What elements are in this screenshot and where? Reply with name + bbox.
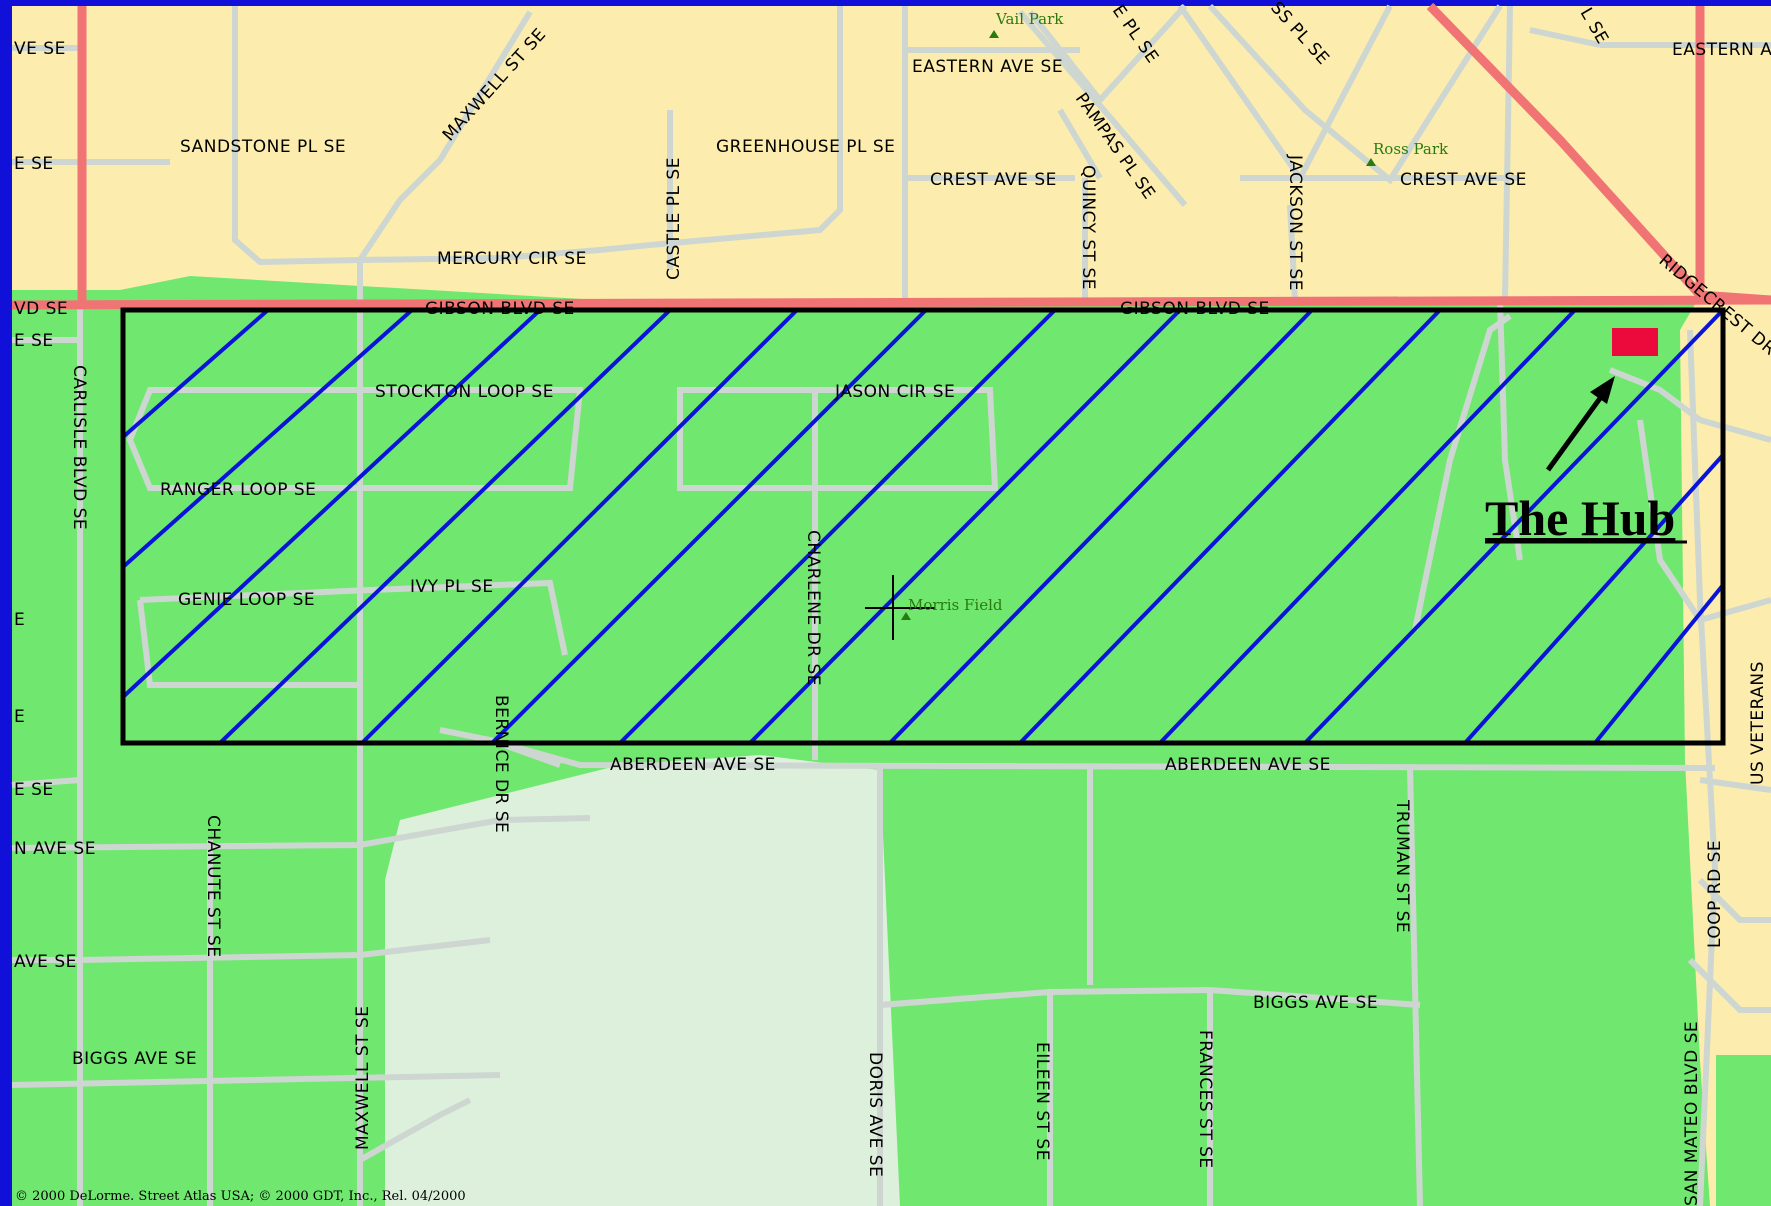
park-label: Ross Park	[1373, 140, 1449, 158]
park-label: Morris Field	[908, 596, 1003, 614]
street-label: EILEEN ST SE	[1032, 1042, 1052, 1161]
callout-arrow	[1545, 388, 1609, 472]
street-label: GIBSON BLVD SE	[1120, 299, 1270, 319]
open-land	[385, 755, 900, 1206]
street-label: JACKSON ST SE	[1285, 154, 1305, 291]
street-label: MAXWELL ST SE	[353, 1006, 373, 1150]
area-outline	[120, 307, 1726, 746]
street-label: E SE	[14, 154, 54, 174]
street-label: CREST AVE SE	[1400, 170, 1527, 190]
street-label: STOCKTON LOOP SE	[375, 382, 554, 402]
street-label: JASON CIR SE	[834, 382, 955, 402]
street-label: GREENHOUSE PL SE	[716, 137, 895, 157]
field-crosshair	[865, 575, 935, 640]
hub-marker[interactable]	[1612, 328, 1658, 356]
street-label: GENIE LOOP SE	[178, 590, 315, 610]
street-label: BIGGS AVE SE	[72, 1049, 197, 1069]
street-label: GIBSON BLVD SE	[425, 299, 575, 319]
street-label: AVE SE	[14, 952, 77, 972]
street-label: CARLISLE BLVD SE	[69, 365, 89, 530]
street-label: CHANUTE ST SE	[203, 815, 223, 958]
street-label: VD SE	[14, 299, 68, 319]
street-label: DORIS AVE SE	[865, 1052, 885, 1177]
street-label: MERCURY CIR SE	[437, 249, 587, 269]
street-label: BIGGS AVE SE	[1253, 993, 1378, 1013]
street-label: E SE	[14, 331, 54, 351]
street-label: CREST AVE SE	[930, 170, 1057, 190]
street-label: US VETERANS	[1748, 661, 1768, 785]
green-patch	[1716, 1055, 1771, 1206]
street-label: TRUMAN ST SE	[1392, 799, 1412, 933]
street-label: VE SE	[14, 39, 66, 59]
street-label: N AVE SE	[14, 839, 96, 859]
street-label: LOOP RD SE	[1705, 840, 1725, 948]
street-label: EASTERN A	[1672, 40, 1771, 60]
street-label: CASTLE PL SE	[664, 157, 684, 280]
street-label: CHARLENE DR SE	[803, 530, 823, 686]
park-markers	[901, 30, 1376, 620]
street-label: E	[14, 707, 25, 727]
street-label: SANDSTONE PL SE	[180, 137, 346, 157]
arrow-head	[1590, 376, 1615, 404]
street-label: ABERDEEN AVE SE	[1165, 755, 1331, 775]
street-label: RANGER LOOP SE	[160, 480, 316, 500]
hub-callout-label: The Hub	[1485, 490, 1675, 546]
street-label: IVY PL SE	[410, 577, 494, 597]
street-label: QUINCY ST SE	[1078, 165, 1098, 290]
street-label: E	[14, 610, 25, 630]
park-label: Vail Park	[995, 10, 1064, 28]
minor-roads	[11, 3, 1771, 1206]
street-label: E SE	[14, 780, 54, 800]
highways	[11, 2, 1771, 310]
street-label: EASTERN AVE SE	[912, 57, 1063, 77]
copyright-text: © 2000 DeLorme. Street Atlas USA; © 2000…	[15, 1189, 466, 1204]
hatch-pattern	[123, 310, 1723, 743]
street-label: BERNICE DR SE	[491, 695, 511, 833]
street-label: ABERDEEN AVE SE	[610, 755, 776, 775]
street-label: FRANCES ST SE	[1195, 1030, 1215, 1169]
street-label: SAN MATEO BLVD SE	[1682, 1021, 1702, 1206]
